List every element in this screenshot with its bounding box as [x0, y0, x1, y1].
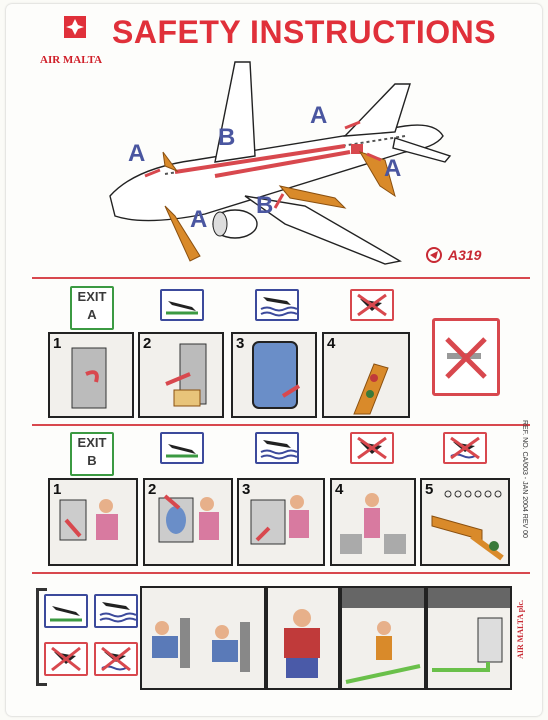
step-number: 2 [143, 335, 152, 352]
step-number: 5 [425, 481, 434, 498]
no-smoking-sign [432, 318, 500, 396]
land-icon [160, 289, 204, 321]
exit-b-step: 1 [48, 478, 138, 566]
exit-callout: A [310, 102, 328, 129]
slide-front-left [164, 205, 201, 262]
no-ditch-icon [350, 432, 394, 464]
air-malta-logo [64, 16, 86, 38]
exit-callout: A [128, 140, 146, 167]
step-number: 3 [236, 335, 245, 352]
exit-a-step: 3 [231, 332, 317, 418]
exit-b-step: 3 [237, 478, 325, 566]
aircraft-model: A319 [448, 247, 482, 263]
reference-number: REF. NO. CA/003 - JAN 2004 REV 00 [521, 420, 528, 538]
floor-lighting-panel [340, 586, 426, 690]
water-ditching-icon [255, 432, 299, 464]
no-ditch-water-icon [94, 642, 138, 676]
step-number: 3 [242, 481, 251, 498]
step-number: 2 [148, 481, 157, 498]
step-number: 4 [335, 481, 344, 498]
exit-callout: B [218, 124, 236, 151]
divider [32, 424, 530, 426]
exit-path-panel [426, 586, 512, 690]
page-title: SAFETY INSTRUCTIONS [112, 14, 497, 50]
airline-name: AIR MALTA [40, 54, 103, 66]
brace-position-panel [140, 586, 266, 690]
slide-front-right [162, 151, 179, 173]
exit-b-badge-line2: B [87, 453, 97, 468]
water-ditching-icon [255, 289, 299, 321]
no-ditch-icon [44, 642, 88, 676]
divider [32, 572, 530, 574]
airline-mini-logo [426, 247, 442, 263]
exit-callout: A [384, 155, 402, 182]
divider [32, 277, 530, 279]
exit-a-badge-line2: A [87, 307, 97, 322]
bracket [36, 588, 47, 686]
step-number: 1 [53, 335, 62, 352]
exit-a-step: 1 [48, 332, 134, 418]
exit-b-step: 2 [143, 478, 233, 566]
exit-b-step: 5 [420, 478, 510, 566]
step-number: 4 [327, 335, 336, 352]
water-ditching-icon [94, 594, 138, 628]
exit-a-step: 4 [322, 332, 410, 418]
exit-callout: B [256, 192, 274, 219]
exit-callout: A [190, 206, 208, 233]
no-ditch-water-icon [443, 432, 487, 464]
exit-b-badge: EXIT B [70, 432, 114, 476]
exit-b-step: 4 [330, 478, 416, 566]
land-icon [44, 594, 88, 628]
child-brace-panel [266, 586, 340, 690]
exit-a-badge: EXIT A [70, 286, 114, 330]
footer-brand: AIR MALTA plc. [516, 600, 525, 659]
step-number: 1 [53, 481, 62, 498]
land-icon [160, 432, 204, 464]
exit-a-badge-line1: EXIT [77, 289, 107, 304]
slide-wing [278, 185, 347, 209]
exit-a-step: 2 [138, 332, 224, 418]
no-ditch-icon [350, 289, 394, 321]
aircraft-illustration [109, 61, 452, 265]
exit-b-badge-line1: EXIT [77, 435, 107, 450]
